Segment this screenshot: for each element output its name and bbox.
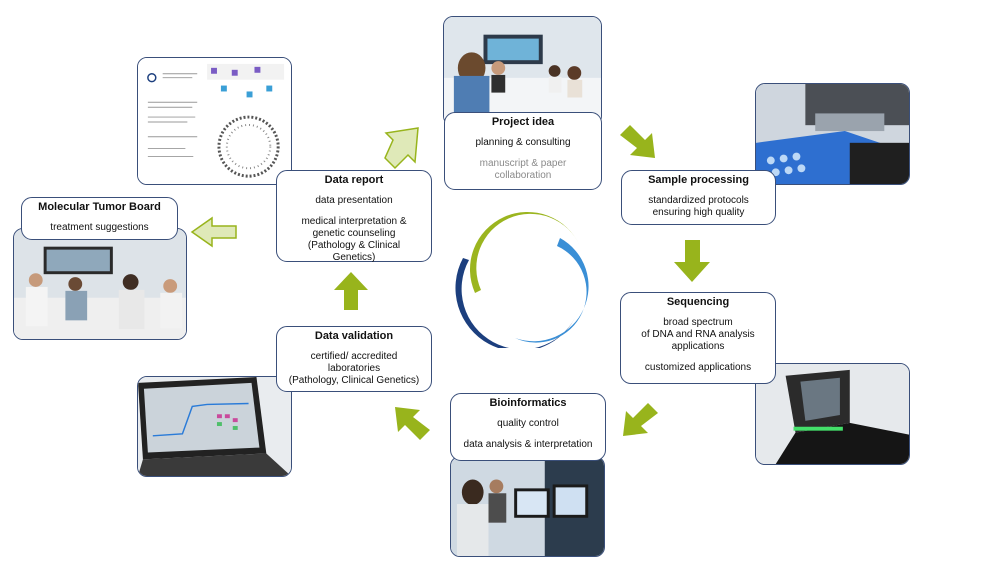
laptop-qpcr-photo [137, 376, 292, 477]
tumor-board-title: Molecular Tumor Board [38, 201, 161, 213]
sample-processing-line: standardized protocols [648, 195, 749, 206]
sample-processing-box: Sample processing standardized protocols… [621, 170, 776, 225]
sequencing-line: broad spectrum [663, 317, 733, 328]
sequencing-line: applications [671, 341, 725, 352]
project-idea-grey-line: collaboration [494, 170, 552, 181]
bioinformatics-line: data analysis & interpretation [463, 439, 593, 450]
logo-light-arc [515, 238, 589, 343]
sequencing-line: of DNA and RNA analysis [641, 329, 755, 340]
tumor-board-box: Molecular Tumor Board treatment suggesti… [21, 197, 178, 240]
arrow-to-sample-processing-icon [620, 125, 655, 158]
project-idea-box: Project idea planning & consulting manus… [444, 112, 602, 190]
meeting-photo [443, 16, 602, 126]
sample-processing-title: Sample processing [648, 174, 749, 186]
bioinformatics-box: Bioinformatics quality control data anal… [450, 393, 606, 461]
report-document-image [137, 57, 292, 185]
bioinformatics-title: Bioinformatics [489, 397, 567, 409]
bioinformatics-line: quality control [497, 418, 559, 429]
sequencing-box: Sequencing broad spectrum of DNA and RNA… [620, 292, 776, 384]
arrow-to-bioinformatics-icon [623, 403, 658, 436]
project-idea-title: Project idea [491, 116, 555, 128]
data-validation-title: Data validation [314, 330, 394, 342]
arrow-to-tumor-board-icon [190, 216, 237, 248]
cycle-logo-icon [455, 211, 589, 348]
pipetting-photo [755, 83, 910, 185]
project-idea-line: planning & consulting [475, 137, 571, 148]
sequencing-line: customized applications [644, 362, 752, 373]
data-report-line: (Pathology & Clinical [307, 240, 401, 251]
data-validation-line: (Pathology, Clinical Genetics) [288, 375, 420, 386]
arrow-to-data-report-icon [334, 272, 368, 310]
sample-processing-line: ensuring high quality [652, 207, 745, 218]
arrow-to-sequencing-icon [674, 240, 710, 282]
tumor-board-line: treatment suggestions [50, 222, 149, 233]
data-report-box: Data report data presentation medical in… [276, 170, 432, 263]
data-validation-line: certified/ accredited [310, 351, 398, 362]
arrow-to-data-validation-icon [395, 407, 430, 440]
tumor-board-photo [13, 228, 187, 340]
data-report-line: Genetics) [332, 252, 376, 263]
data-report-line: genetic counseling [312, 228, 396, 239]
arrow-to-project-idea-icon [384, 127, 419, 170]
data-validation-box: Data validation certified/ accredited la… [276, 326, 432, 392]
data-report-line: data presentation [315, 195, 393, 206]
sequencer-photo [755, 363, 910, 465]
logo-green-arc [469, 211, 580, 293]
sequencing-title: Sequencing [666, 296, 730, 308]
data-validation-line: laboratories [327, 363, 381, 374]
data-report-title: Data report [324, 174, 384, 186]
data-report-line: medical interpretation & [301, 216, 407, 227]
bioinformatics-photo [450, 456, 605, 557]
project-idea-grey-line: manuscript & paper [479, 158, 567, 169]
